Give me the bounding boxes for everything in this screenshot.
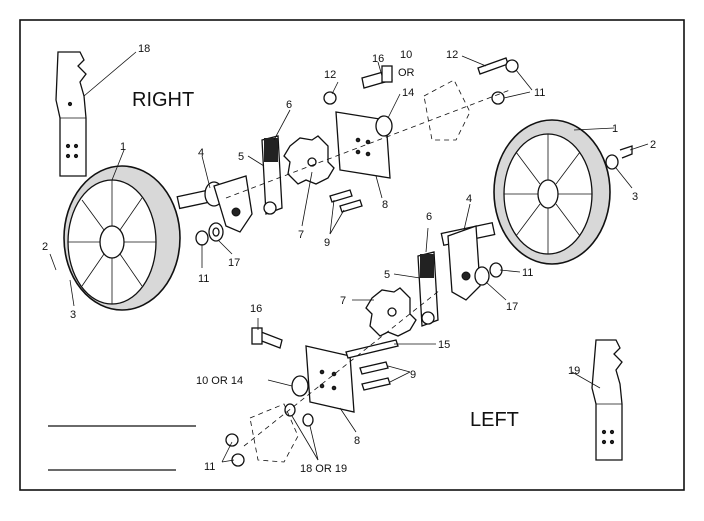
callout-18-top: 18 bbox=[138, 43, 150, 55]
bolt-15-left bbox=[345, 339, 399, 359]
cap-3-left bbox=[605, 154, 619, 170]
dashed-bracket-left bbox=[249, 403, 299, 463]
washer-17-right bbox=[208, 222, 224, 242]
bracket-18-right bbox=[55, 51, 87, 177]
plate-8-left bbox=[305, 345, 355, 413]
leader-lines bbox=[49, 51, 649, 463]
wheel-1-right bbox=[63, 165, 181, 311]
callout-2-right: 2 bbox=[42, 241, 48, 253]
bracket-5-right bbox=[213, 175, 253, 233]
washer-17-left bbox=[474, 266, 490, 286]
bolts-9-left bbox=[359, 361, 391, 391]
callout-7-left: 7 bbox=[340, 295, 346, 307]
nut-11-right-axle bbox=[195, 230, 209, 246]
callout-2-left: 2 bbox=[650, 139, 656, 151]
callout-or-top: OR bbox=[398, 67, 415, 79]
callout-16-top: 16 bbox=[372, 53, 384, 65]
callout-5-right: 5 bbox=[238, 151, 244, 163]
callout-17-left: 17 bbox=[506, 301, 518, 313]
callout-6-left: 6 bbox=[426, 211, 432, 223]
callout-3-right: 3 bbox=[70, 309, 76, 321]
callout-15-left: 15 bbox=[438, 339, 450, 351]
callout-11-top: 11 bbox=[534, 87, 545, 99]
callout-1-right-wheel: 1 bbox=[120, 141, 126, 153]
washers-18or19-left bbox=[284, 403, 314, 427]
callout-12-mid: 12 bbox=[324, 69, 336, 81]
pin-2-left bbox=[619, 145, 633, 159]
bolt-12-right bbox=[477, 57, 509, 75]
callout-14-top: 14 bbox=[402, 87, 414, 99]
heading-right: RIGHT bbox=[132, 89, 194, 111]
axle-line-left bbox=[243, 289, 441, 447]
callout-9-right: 9 bbox=[324, 237, 330, 249]
bolt-16-left bbox=[251, 327, 283, 349]
callout-4-right: 4 bbox=[198, 147, 204, 159]
callout-10-top: 10 bbox=[400, 49, 412, 61]
callout-8-right: 8 bbox=[382, 199, 388, 211]
callout-5-left: 5 bbox=[384, 269, 390, 281]
heading-left: LEFT bbox=[470, 409, 519, 431]
callout-19-left: 19 bbox=[568, 365, 580, 377]
callout-18or19-left: 18 OR 19 bbox=[300, 463, 347, 475]
spring-6-left bbox=[417, 251, 439, 327]
diagram-border bbox=[19, 19, 685, 491]
callout-1-left-wheel: 1 bbox=[612, 123, 618, 135]
callout-16-left: 16 bbox=[250, 303, 262, 315]
gear-7-left bbox=[365, 287, 417, 337]
bracket-5-left bbox=[447, 225, 481, 301]
spring-6-right bbox=[261, 135, 283, 215]
callout-7-right: 7 bbox=[298, 229, 304, 241]
bolt-16-right bbox=[361, 65, 393, 89]
spacer-14-right bbox=[375, 115, 393, 137]
nuts-11-right bbox=[491, 59, 519, 105]
callout-11-left-bottom: 11 bbox=[204, 461, 215, 473]
callout-10or14-left: 10 OR 14 bbox=[196, 375, 243, 387]
bolts-9-right bbox=[329, 189, 363, 213]
callout-12-top: 12 bbox=[446, 49, 458, 61]
callout-6-right: 6 bbox=[286, 99, 292, 111]
wheel-1-left bbox=[493, 119, 611, 265]
gear-7-right bbox=[283, 135, 335, 185]
spacer-10or14-left bbox=[291, 375, 309, 397]
nuts-11-left-bottom bbox=[225, 433, 245, 467]
dashed-bracket-right bbox=[423, 79, 471, 141]
nut-12-top bbox=[323, 91, 337, 105]
callout-9-left: 9 bbox=[410, 369, 416, 381]
callout-3-left: 3 bbox=[632, 191, 638, 203]
callout-4-left: 4 bbox=[466, 193, 472, 205]
bracket-19-left bbox=[591, 339, 623, 461]
callout-8-left: 8 bbox=[354, 435, 360, 447]
callout-11-right-axle: 11 bbox=[198, 273, 209, 285]
callout-17-right: 17 bbox=[228, 257, 240, 269]
callout-11-left-axle: 11 bbox=[522, 267, 533, 279]
axle-line-right bbox=[225, 89, 511, 199]
